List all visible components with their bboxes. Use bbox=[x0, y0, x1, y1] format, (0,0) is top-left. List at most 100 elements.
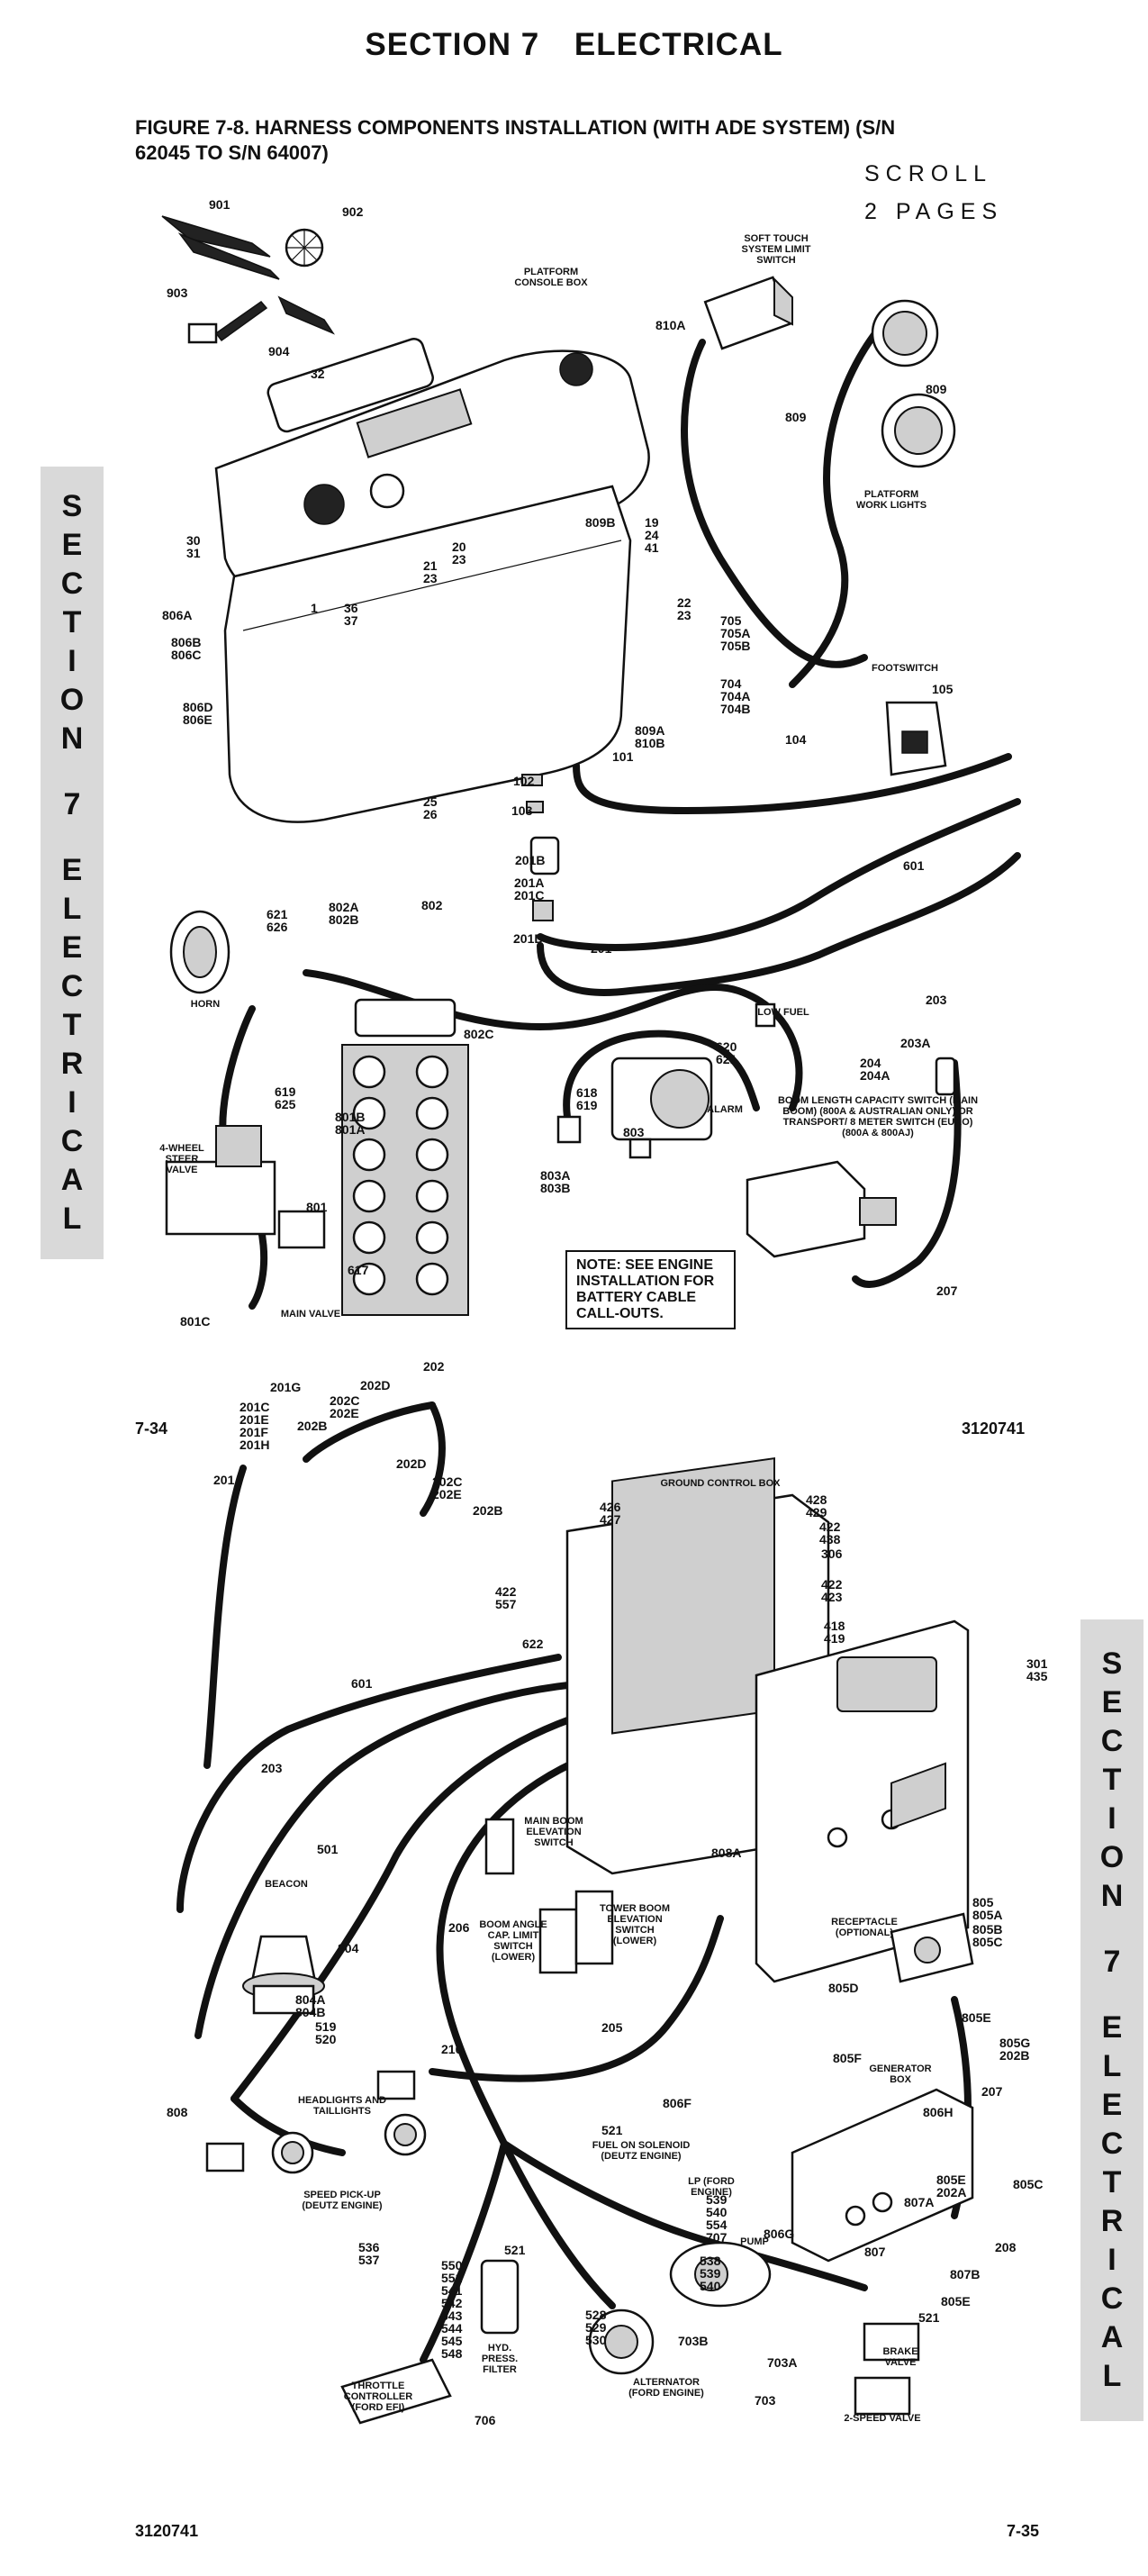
callout-c703a: 703A bbox=[767, 2355, 797, 2370]
callout-c803: 803 bbox=[623, 1125, 645, 1139]
part-label-hyd-filter: HYD.PRESS.FILTER bbox=[482, 2343, 518, 2375]
callout-c805d: 805D bbox=[828, 1981, 858, 1995]
figure-title: FIGURE 7-8. HARNESS COMPONENTS INSTALLAT… bbox=[135, 116, 896, 164]
valve-coil bbox=[352, 1262, 386, 1296]
callout-c202: 202 bbox=[423, 1359, 445, 1374]
wire-engine bbox=[501, 2140, 868, 2291]
callout-c32: 32 bbox=[311, 367, 325, 381]
callout-c904: 904 bbox=[268, 344, 290, 358]
side-tab-left-letter: S bbox=[61, 489, 83, 523]
callout-c809b_lbl: 809B bbox=[585, 515, 615, 530]
callout-c805e_b: 805E bbox=[941, 2294, 971, 2308]
callout-c805c: 805C bbox=[1013, 2177, 1043, 2191]
side-tab-right-letter: 7 bbox=[1103, 1945, 1121, 1979]
platform-work-lights bbox=[871, 299, 956, 468]
part-label-main-valve: MAIN VALVE bbox=[281, 1309, 340, 1320]
callout-c521: 521 bbox=[601, 2123, 623, 2137]
side-tab-right-letter: T bbox=[1102, 2165, 1122, 2200]
valve-coil bbox=[352, 1220, 386, 1255]
part-label-alternator: ALTERNATOR(FORD ENGINE) bbox=[628, 2377, 704, 2399]
wire-808 bbox=[231, 2095, 346, 2156]
callout-c809b: 809 bbox=[926, 382, 947, 396]
part-label-two-speed: 2-SPEED VALVE bbox=[844, 2413, 920, 2424]
callout-c101: 101 bbox=[612, 749, 634, 764]
side-tab-left-letter: E bbox=[61, 930, 83, 965]
wire-207 bbox=[852, 1059, 962, 1288]
valve-coil bbox=[415, 1179, 449, 1213]
wire-alarm bbox=[563, 1029, 760, 1120]
callout-c201: 201 bbox=[591, 941, 612, 956]
side-tab-left-letter: T bbox=[62, 1008, 82, 1042]
valve-coil bbox=[415, 1096, 449, 1130]
part-label-ground-control-box: GROUND CONTROL BOX bbox=[660, 1478, 781, 1489]
callout-c205: 205 bbox=[601, 2020, 623, 2035]
valve-coil bbox=[415, 1262, 449, 1296]
part-label-footswitch: FOOTSWITCH bbox=[872, 663, 938, 674]
wire-101 bbox=[573, 753, 1012, 815]
horn-part bbox=[169, 910, 231, 994]
side-tab-left-letter: I bbox=[68, 644, 77, 678]
wire-202-lower bbox=[303, 1401, 436, 1463]
callout-c201_lower: 201 bbox=[213, 1473, 235, 1487]
callout-c102: 102 bbox=[513, 774, 535, 788]
receptacle-part bbox=[890, 1912, 974, 1983]
section-number: SECTION 7 bbox=[365, 27, 540, 62]
side-tab-left-letter: L bbox=[62, 1202, 82, 1236]
side-tab-left-letter: A bbox=[60, 1163, 84, 1197]
callout-c810a: 810A bbox=[655, 318, 685, 332]
callout-c807a: 807A bbox=[904, 2195, 934, 2209]
side-tab-right-letter: L bbox=[1102, 2359, 1122, 2393]
ground-control-box-part bbox=[565, 1456, 970, 1983]
side-tab-right-letter: T bbox=[1102, 1763, 1122, 1797]
part-label-horn: HORN bbox=[191, 999, 220, 1010]
wire-201 bbox=[537, 852, 1021, 996]
callout-c806g: 806G bbox=[764, 2227, 794, 2241]
wire-203-lower bbox=[194, 1681, 580, 2039]
callout-c202b_2: 202B bbox=[473, 1503, 502, 1518]
callout-c521_c: 521 bbox=[918, 2310, 940, 2325]
side-tab-left-letter: 7 bbox=[63, 787, 81, 821]
section-title: ELECTRICAL bbox=[574, 27, 783, 62]
side-tab-left-letter: R bbox=[60, 1047, 84, 1081]
side-tab-right-letter: C bbox=[1100, 2281, 1124, 2316]
side-tab-left-letter: C bbox=[60, 567, 84, 601]
scroll-hint-line2: 2 PAGES bbox=[864, 199, 1004, 224]
callout-c807: 807 bbox=[864, 2245, 886, 2259]
wire-202b-lower bbox=[420, 1401, 446, 1517]
section-header: SECTION 7 ELECTRICAL bbox=[0, 27, 1148, 63]
brake-valve-part bbox=[854, 2322, 920, 2416]
side-tab-right-letter: I bbox=[1107, 2243, 1116, 2277]
page-number-bottom-right: 7-35 bbox=[1007, 2522, 1040, 2540]
callout-c601_lower: 601 bbox=[351, 1676, 373, 1691]
pump-part bbox=[669, 2241, 772, 2308]
callout-c601: 601 bbox=[903, 858, 925, 873]
callout-c208: 208 bbox=[995, 2240, 1017, 2254]
callout-c201b: 201B bbox=[515, 853, 545, 867]
side-tab-left-letter: L bbox=[62, 892, 82, 926]
wire-201-lower bbox=[203, 1465, 247, 1769]
part-label-alarm: ALARM bbox=[707, 1104, 743, 1115]
side-tab-right-letter: E bbox=[1101, 2010, 1123, 2045]
page-number-bottom-left: 3120741 bbox=[135, 2522, 199, 2540]
callout-c801c: 801C bbox=[180, 1314, 210, 1329]
side-tab-right-letter: C bbox=[1100, 2127, 1124, 2161]
beacon-part bbox=[242, 1935, 325, 2015]
callout-c306: 306 bbox=[821, 1547, 843, 1561]
callout-c210: 210 bbox=[441, 2042, 463, 2056]
